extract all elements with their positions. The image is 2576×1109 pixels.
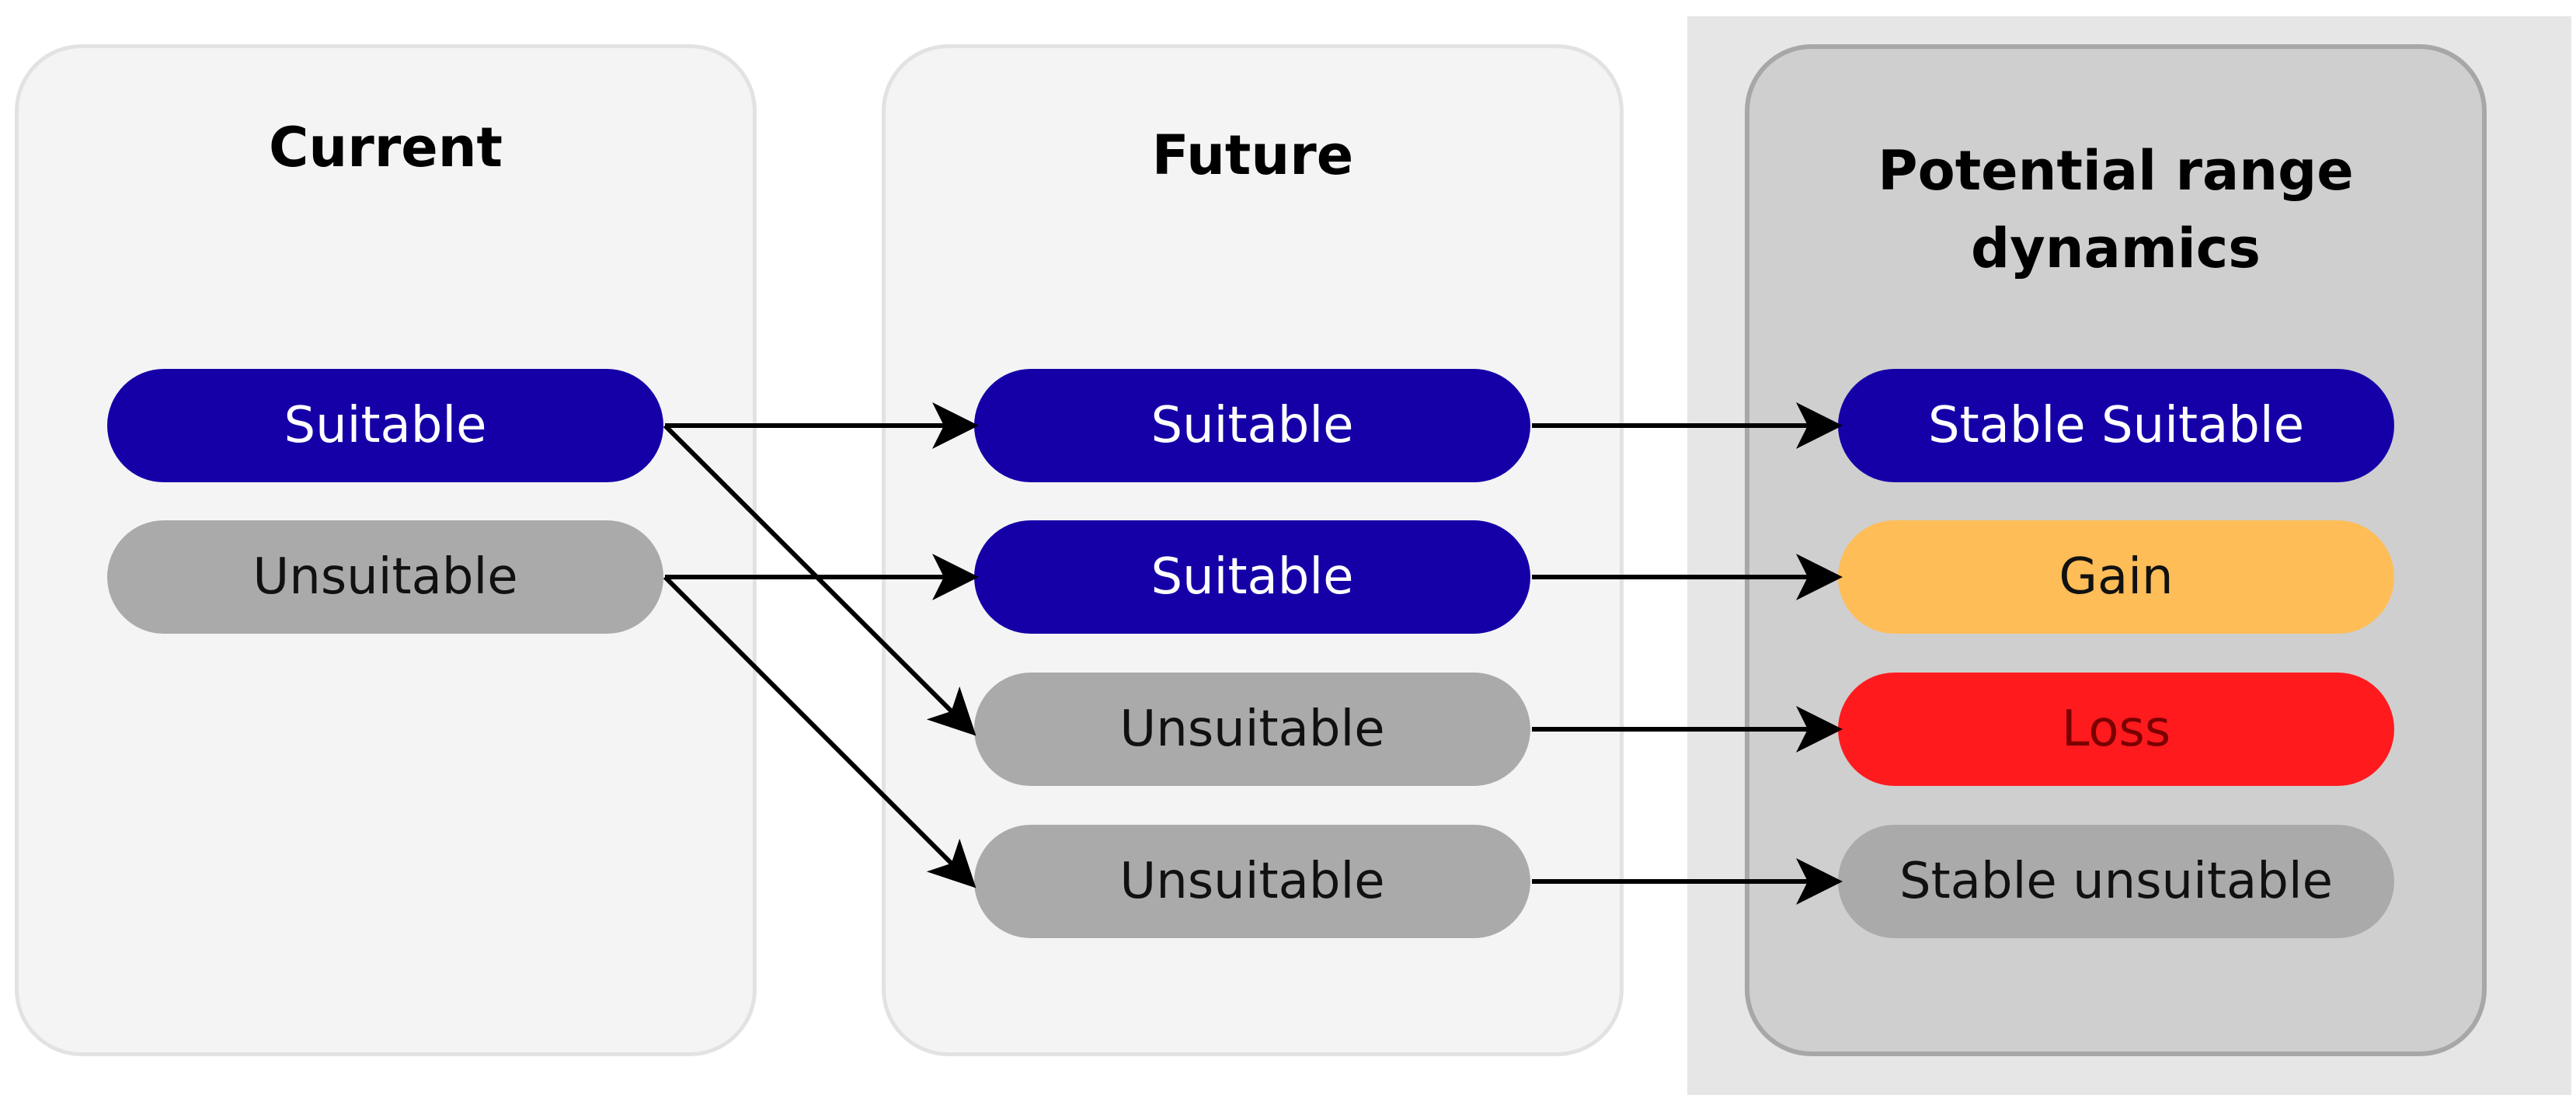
- current-panel-title: Current: [268, 116, 503, 179]
- stable-unsuitable-node: Stable unsuitable: [1838, 825, 2394, 938]
- current-suitable-node: Suitable: [107, 369, 663, 482]
- future-panel-title: Future: [1151, 123, 1354, 187]
- gain-node: Gain: [1838, 520, 2394, 634]
- current-unsuitable-node: Unsuitable: [107, 520, 663, 634]
- dynamics-panel-title: Potential range dynamics: [1878, 139, 2354, 280]
- future-unsuitable-node-2: Unsuitable: [974, 825, 1530, 938]
- future-suitable-node-1: Suitable: [974, 369, 1530, 482]
- stable-suitable-node: Stable Suitable: [1838, 369, 2394, 482]
- future-suitable-node-2: Suitable: [974, 520, 1530, 634]
- future-unsuitable-node-1: Unsuitable: [974, 673, 1530, 786]
- loss-node: Loss: [1838, 673, 2394, 786]
